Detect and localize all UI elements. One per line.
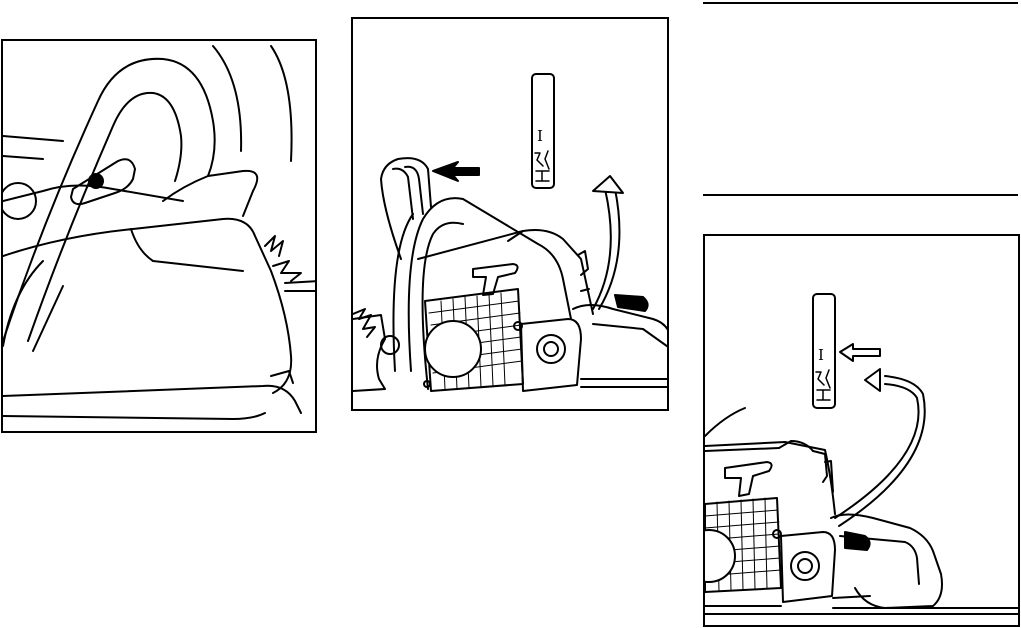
curved-arrow-icon: [835, 369, 925, 526]
figure-3-panel: I: [703, 234, 1020, 627]
chainsaw-choke-start-illustration: I: [353, 19, 669, 411]
svg-text:I: I: [818, 346, 824, 364]
switch-label-plate: I: [532, 74, 554, 188]
horizontal-rule-middle: [703, 194, 1018, 196]
chainsaw-handle-detail-illustration: [3, 41, 317, 433]
horizontal-rule-top: [703, 2, 1018, 4]
left-arrow-icon: [433, 162, 479, 181]
left-hollow-arrow-icon: [840, 344, 880, 361]
figure-1-panel: [1, 39, 317, 433]
chainsaw-choke-run-illustration: I: [705, 236, 1020, 627]
switch-label-plate: I: [813, 294, 835, 408]
curved-arrow-icon: [593, 176, 623, 309]
switch-dot-icon: [88, 173, 104, 189]
svg-text:I: I: [537, 127, 543, 145]
figure-2-panel: I: [351, 17, 669, 411]
